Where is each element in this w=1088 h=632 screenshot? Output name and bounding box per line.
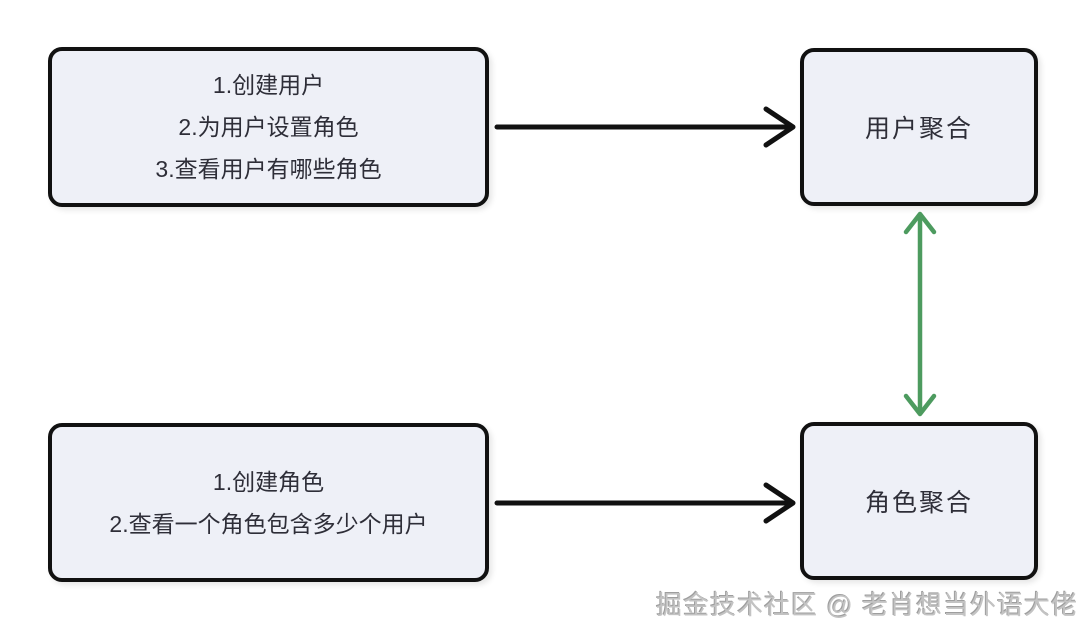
role-aggregate-box: 角色聚合 [800, 422, 1038, 580]
user-commands-line-3: 3.查看用户有哪些角色 [155, 156, 382, 182]
user-aggregate-box: 用户聚合 [800, 48, 1038, 206]
watermark-text: 掘金技术社区 @ 老肖想当外语大佬 [656, 590, 1078, 620]
user-commands-line-2: 2.为用户设置角色 [178, 114, 359, 140]
double-arrow-user-aggregate-role-aggregate-icon [903, 211, 937, 417]
arrow-user-commands-to-user-aggregate-icon [494, 106, 796, 148]
role-commands-line-1: 1.创建角色 [212, 468, 325, 495]
user-commands-line-1: 1.创建用户 [212, 72, 325, 98]
arrow-role-commands-to-role-aggregate-icon [494, 482, 796, 524]
role-commands-box: 1.创建角色 2.查看一个角色包含多少个用户 [48, 423, 489, 582]
user-aggregate-label: 用户聚合 [864, 115, 973, 143]
user-commands-box: 1.创建用户 2.为用户设置角色 3.查看用户有哪些角色 [48, 47, 489, 207]
role-commands-line-2: 2.查看一个角色包含多少个用户 [109, 510, 428, 537]
role-aggregate-label: 角色聚合 [864, 489, 973, 517]
